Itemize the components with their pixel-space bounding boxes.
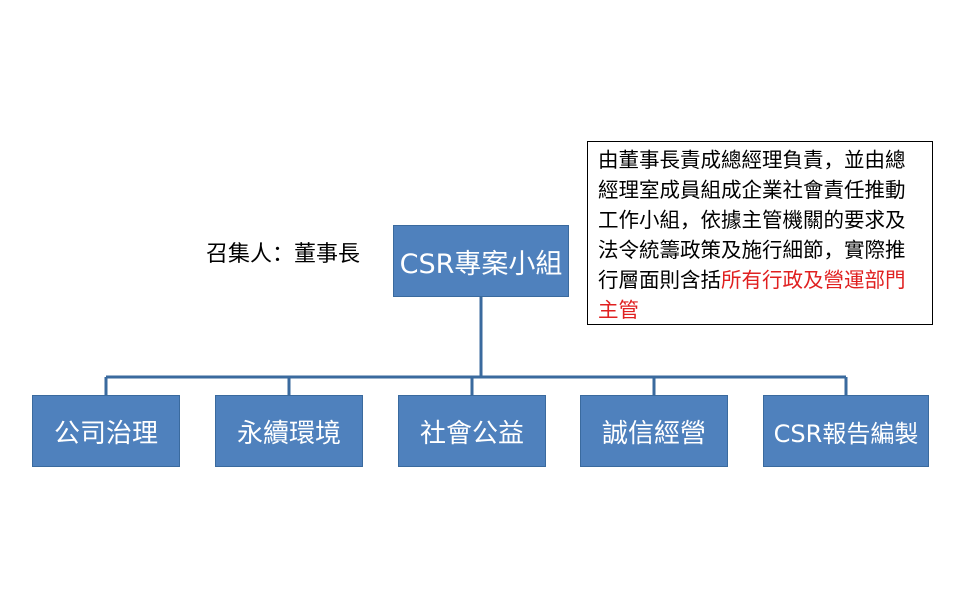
note-text: 由董事長責成總經理負責，並由總經理室成員組成企業社會責任推動工作小組，依據主管機…	[598, 148, 906, 292]
child-node-label: 永續環境	[236, 418, 341, 449]
child-node-box: 公司治理	[32, 395, 180, 467]
child-node-box: 誠信經營	[580, 395, 728, 467]
child-node-box: CSR報告編製	[763, 395, 929, 467]
description-note: 由董事長責成總經理負責，並由總經理室成員組成企業社會責任推動工作小組，依據主管機…	[587, 141, 933, 325]
child-node-label: 公司治理	[53, 418, 158, 449]
convener-label: 召集人：董事長	[206, 242, 361, 267]
child-node-label: CSR報告編製	[773, 419, 919, 448]
child-node-label: 誠信經營	[601, 418, 706, 449]
note-highlight-text: 所有行政及營運部門主管	[598, 268, 906, 322]
root-node-label: CSR專案小組	[399, 248, 563, 280]
child-node-box: 社會公益	[398, 395, 546, 467]
root-node-box: CSR專案小組	[393, 225, 569, 297]
child-node-label: 社會公益	[419, 418, 524, 449]
child-node-box: 永續環境	[215, 395, 363, 467]
